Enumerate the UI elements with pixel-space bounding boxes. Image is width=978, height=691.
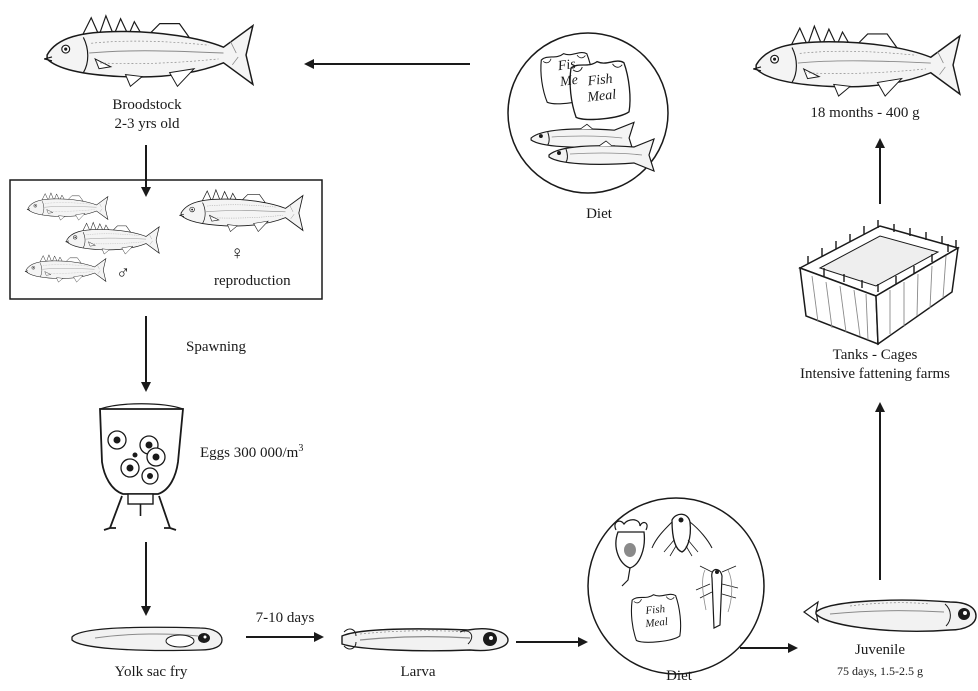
adult-fish-icon [753, 26, 960, 96]
larva-label: Larva [378, 663, 458, 682]
juvenile-detail-label: 75 days, 1.5-2.5 g [815, 662, 945, 681]
broodstock-fish-icon [44, 16, 253, 87]
duration-label: 7-10 days [240, 609, 330, 628]
male-symbol: ♂ [116, 264, 130, 283]
incubator-tank-icon [100, 404, 183, 530]
diet-circle-top [508, 33, 668, 193]
adult-label: 18 months - 400 g [790, 104, 940, 123]
eggs-label-text: Eggs 300 000/m [200, 445, 298, 461]
female-fish-icon [179, 190, 303, 232]
juvenile-label: Juvenile [840, 641, 920, 660]
reproduction-fish-group [25, 190, 303, 282]
larva-icon [342, 629, 508, 651]
spawning-label: Spawning [186, 338, 246, 357]
tanks-label-line1: Tanks - Cages [772, 346, 978, 365]
yolk-sac-fry-label: Yolk sac fry [98, 663, 204, 682]
broodstock-label: Broodstock 2-3 yrs old [80, 96, 214, 134]
female-symbol: ♀ [230, 244, 244, 263]
juvenile-fish-icon [804, 600, 976, 631]
tanks-label-line2: Intensive fattening farms [772, 365, 978, 384]
bag-bottom-text: Fish Meal [637, 602, 676, 632]
male-fish-icon-2 [65, 222, 159, 254]
male-fish-icon-1 [27, 193, 108, 220]
male-fish-icon-3 [25, 255, 106, 282]
eggs-label: Eggs 300 000/m3 [200, 439, 303, 463]
eggs-label-superscript: 3 [298, 443, 303, 454]
bag-front-text: Fish Meal [578, 71, 623, 107]
yolk-sac-fry-icon [72, 627, 222, 650]
diet-top-label: Diet [574, 205, 624, 224]
broodstock-label-line2: 2-3 yrs old [80, 115, 214, 134]
diet-bottom-label: Diet [654, 667, 704, 686]
reproduction-label: reproduction [214, 272, 291, 291]
tanks-label: Tanks - Cages Intensive fattening farms [772, 346, 978, 384]
cage-icon [800, 220, 958, 344]
diet-circle-bottom [588, 498, 764, 674]
broodstock-label-line1: Broodstock [80, 96, 214, 115]
